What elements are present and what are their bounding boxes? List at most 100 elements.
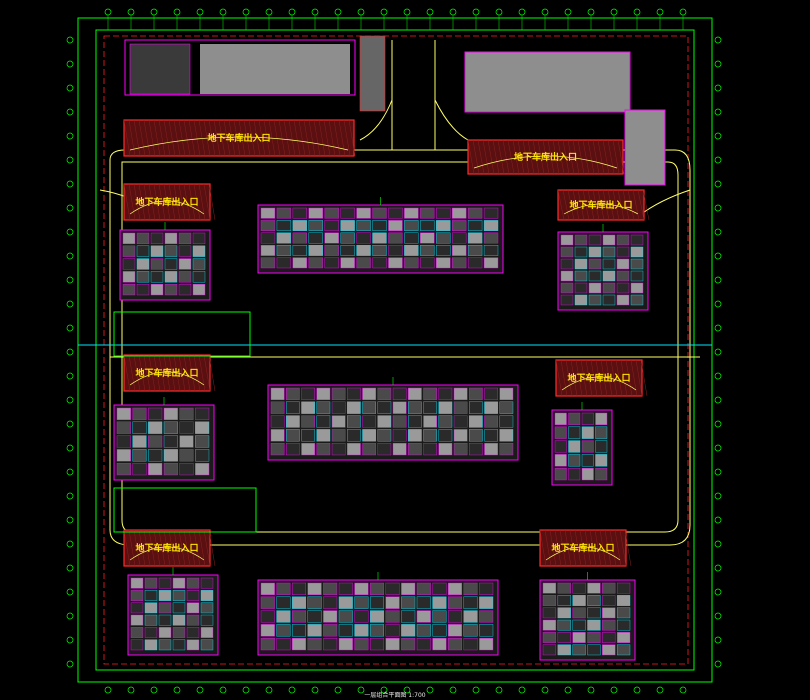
residential-unit-cluster <box>113 397 215 481</box>
axis-grid-ticks <box>66 8 722 694</box>
axis-bubble-left <box>66 444 74 452</box>
residential-unit-cluster <box>257 572 499 656</box>
axis-bubble-right <box>714 396 722 404</box>
axis-bubble-right <box>714 324 722 332</box>
axis-bubble-bottom <box>472 686 480 694</box>
axis-bubble-right <box>714 468 722 476</box>
axis-bubble-bottom <box>426 686 434 694</box>
drawing-frame <box>77 17 713 683</box>
garage-ramp: 地下车库出入口 <box>123 354 216 392</box>
axis-bubble-bottom <box>449 686 457 694</box>
axis-bubble-left <box>66 372 74 380</box>
axis-bubble-left <box>66 612 74 620</box>
axis-bubble-right <box>714 300 722 308</box>
axis-bubble-left <box>66 492 74 500</box>
axis-bubble-left <box>66 60 74 68</box>
axis-bubble-right <box>714 612 722 620</box>
ramp-label: 地下车库出入口 <box>567 372 630 384</box>
garage-ramp: 地下车库出入口 <box>123 529 216 567</box>
axis-bubble-right <box>714 420 722 428</box>
axis-bubble-left <box>66 516 74 524</box>
axis-bubble-left <box>66 108 74 116</box>
axis-bubble-bottom <box>610 686 618 694</box>
axis-bubble-right <box>714 540 722 548</box>
axis-bubble-bottom <box>219 686 227 694</box>
site-boundary <box>103 35 689 665</box>
axis-bubble-bottom <box>587 686 595 694</box>
axis-bubble-right <box>714 588 722 596</box>
axis-bubble-left <box>66 36 74 44</box>
axis-bubble-bottom <box>288 686 296 694</box>
garage-ramps: 地下车库出入口地下车库出入口地下车库出入口地下车库出入口地下车库出入口地下车库出… <box>123 119 650 567</box>
axis-bubble-left <box>66 420 74 428</box>
axis-bubble-right <box>714 636 722 644</box>
axis-bubble-right <box>714 492 722 500</box>
axis-bubble-bottom <box>334 686 342 694</box>
green-space-outlines <box>113 311 257 533</box>
axis-bubble-left <box>66 348 74 356</box>
axis-bubble-bottom <box>518 686 526 694</box>
axis-bubble-left <box>66 84 74 92</box>
axis-bubble-bottom <box>656 686 664 694</box>
axis-bubble-left <box>66 252 74 260</box>
axis-bubble-bottom <box>495 686 503 694</box>
residential-unit-cluster <box>557 224 649 311</box>
axis-bubble-left <box>66 396 74 404</box>
garage-ramp: 地下车库出入口 <box>123 119 356 157</box>
axis-bubble-left <box>66 324 74 332</box>
axis-bubble-left <box>66 636 74 644</box>
ramp-label: 地下车库出入口 <box>135 196 198 208</box>
ramp-label: 地下车库出入口 <box>514 151 577 163</box>
axis-bubble-right <box>714 156 722 164</box>
axis-bubble-bottom <box>357 686 365 694</box>
ramp-label: 地下车库出入口 <box>135 542 198 554</box>
axis-bubble-left <box>66 204 74 212</box>
axis-bubble-left <box>66 540 74 548</box>
drawing-title: 一层组合平面图 1:700 <box>364 691 425 699</box>
axis-bubble-right <box>714 564 722 572</box>
ramp-label: 地下车库出入口 <box>207 132 270 144</box>
residential-unit-cluster <box>267 377 519 461</box>
residential-unit-cluster <box>127 567 219 656</box>
residential-unit-cluster <box>539 572 636 661</box>
axis-bubble-left <box>66 132 74 140</box>
axis-bubble-right <box>714 108 722 116</box>
commercial-block-north-east <box>464 51 666 186</box>
axis-bubble-right <box>714 660 722 668</box>
axis-bubble-right <box>714 348 722 356</box>
residential-unit-cluster <box>551 402 613 486</box>
axis-bubble-right <box>714 252 722 260</box>
axis-bubble-left <box>66 564 74 572</box>
axis-bubble-right <box>714 516 722 524</box>
axis-bubble-bottom <box>127 686 135 694</box>
axis-bubble-left <box>66 276 74 284</box>
axis-bubble-bottom <box>541 686 549 694</box>
axis-bubble-bottom <box>196 686 204 694</box>
axis-bubble-bottom <box>679 686 687 694</box>
garage-ramp: 地下车库出入口 <box>539 529 632 567</box>
axis-bubble-bottom <box>173 686 181 694</box>
axis-bubble-bottom <box>150 686 158 694</box>
residential-unit-cluster <box>257 197 504 274</box>
axis-bubble-bottom <box>242 686 250 694</box>
axis-bubble-left <box>66 180 74 188</box>
garage-ramp: 地下车库出入口 <box>555 359 648 397</box>
axis-bubble-left <box>66 468 74 476</box>
commercial-block-north-west <box>124 35 386 112</box>
axis-bubble-left <box>66 156 74 164</box>
axis-bubble-left <box>66 228 74 236</box>
axis-bubble-bottom <box>564 686 572 694</box>
axis-bubble-right <box>714 180 722 188</box>
axis-bubble-right <box>714 204 722 212</box>
axis-bubble-bottom <box>633 686 641 694</box>
axis-bubble-right <box>714 84 722 92</box>
axis-bubble-bottom <box>380 686 388 694</box>
axis-bubble-bottom <box>104 686 112 694</box>
axis-bubble-right <box>714 372 722 380</box>
axis-bubble-right <box>714 132 722 140</box>
axis-bubble-left <box>66 660 74 668</box>
axis-bubble-bottom <box>403 686 411 694</box>
axis-bubble-bottom <box>265 686 273 694</box>
axis-bubble-right <box>714 228 722 236</box>
